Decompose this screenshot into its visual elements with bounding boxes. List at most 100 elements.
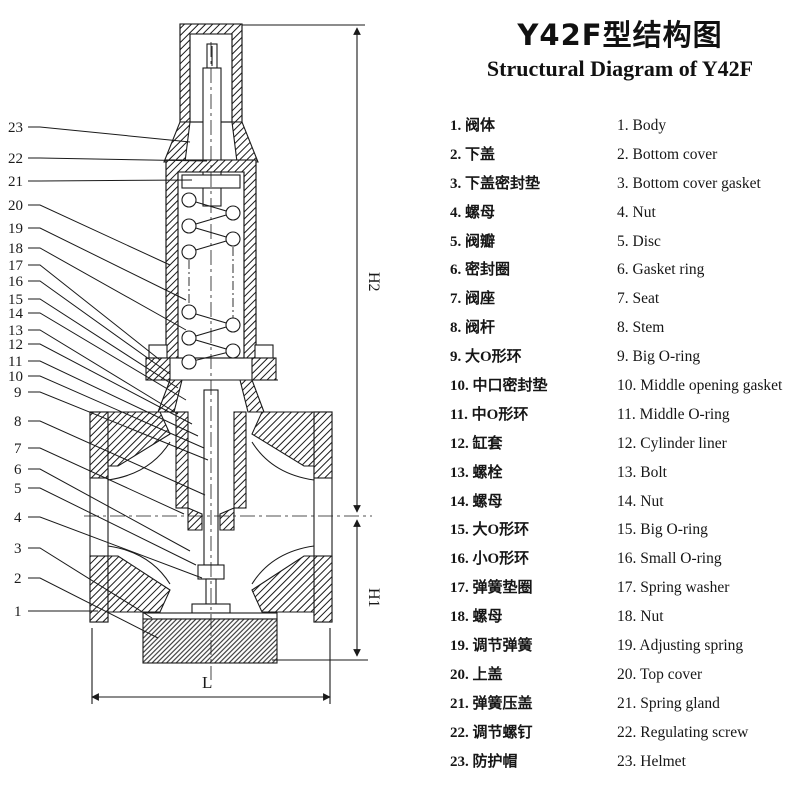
callout-leader-line <box>28 298 179 389</box>
callout-number: 5 <box>14 481 22 497</box>
parts-list-item: 4. 螺母 <box>450 204 496 221</box>
callout-leader-line <box>28 329 179 415</box>
callout-leader-line <box>28 179 193 182</box>
callout-number: 7 <box>14 441 22 457</box>
callout-number: 11 <box>8 354 22 370</box>
callout-number: 17 <box>8 258 24 274</box>
callout-number: 23 <box>8 120 23 136</box>
dimension-label-h2: H2 <box>365 272 382 292</box>
callout-leader-line <box>28 577 159 639</box>
parts-list-item: 11. 中O形环 <box>450 406 529 423</box>
callout-leader-line <box>28 360 199 437</box>
page-title-english: Structural Diagram of Y42F <box>486 56 754 81</box>
parts-list-item: 8. Stem <box>617 319 665 337</box>
parts-list-item: 2. Bottom cover <box>617 145 718 163</box>
parts-list-chinese: 1. 阀体 2. 下盖 3. 下盖密封垫 4. 螺母 5. 阀瓣 6. 密封圈 7. 阀座 8… <box>450 112 615 776</box>
parts-list-item: 14. 螺母 <box>450 493 503 510</box>
parts-list-item: 22. Regulating screw <box>617 723 749 741</box>
parts-list-item: 22. 调节螺钉 <box>450 724 533 741</box>
parts-list-item: 20. Top cover <box>617 665 703 683</box>
parts-list-item: 3. Bottom cover gasket <box>617 174 761 192</box>
callout-leader-line <box>28 547 153 619</box>
parts-list-item: 12. Cylinder liner <box>617 434 727 452</box>
parts-list-item: 16. 小O形环 <box>450 551 530 568</box>
callout-number: 22 <box>8 151 23 167</box>
parts-list-item: 21. 弹簧压盖 <box>450 695 533 712</box>
parts-list-item: 11. Middle O-ring <box>617 405 730 423</box>
parts-list-item: 10. Middle opening gasket <box>617 377 783 395</box>
callout-leader-line <box>28 227 187 301</box>
callout-leader-line <box>28 204 171 266</box>
callout-number: 8 <box>14 414 22 430</box>
callout-number: 15 <box>8 292 23 308</box>
parts-list-item: 5. Disc <box>617 232 661 250</box>
callout-number: 2 <box>14 571 22 587</box>
callout-leader-line <box>28 264 161 361</box>
parts-list-item: 13. Bolt <box>617 463 667 481</box>
callout-leader-line <box>28 516 203 579</box>
parts-list-item: 3. 下盖密封垫 <box>450 175 541 192</box>
callout-number: 16 <box>8 274 24 290</box>
callout-leader-line <box>28 312 187 401</box>
parts-list-item: 4. Nut <box>617 203 656 221</box>
parts-list-item: 18. 螺母 <box>450 609 503 626</box>
parts-list-item: 9. 大O形环 <box>450 349 522 366</box>
callout-leader-line <box>28 487 197 566</box>
parts-list-item: 18. Nut <box>617 608 664 626</box>
parts-list-item: 6. 密封圈 <box>450 262 511 279</box>
callout-number: 10 <box>8 369 23 385</box>
callout-number: 4 <box>14 510 22 526</box>
parts-list-english: 1. Body 2. Bottom cover 3. Bottom cover ga… <box>617 112 793 776</box>
parts-list-item: 1. Body <box>617 117 667 134</box>
callout-number: 12 <box>8 337 23 353</box>
parts-list-item: 19. Adjusting spring <box>617 637 744 655</box>
callout-number: 1 <box>14 604 22 620</box>
parts-list-item: 14. Nut <box>617 492 664 510</box>
callout-number: 9 <box>14 385 22 401</box>
parts-list-item: 16. Small O-ring <box>617 550 722 568</box>
callout-leader-line <box>28 126 191 143</box>
parts-list-item: 8. 阀杆 <box>450 320 496 337</box>
callout-leader-line <box>28 280 171 375</box>
callout-number: 14 <box>8 306 24 322</box>
parts-list-item: 7. Seat <box>617 290 660 308</box>
dimension-label-l: L <box>202 673 212 692</box>
parts-list-item: 12. 缸套 <box>450 435 503 452</box>
parts-list-item: 19. 调节弹簧 <box>450 638 533 655</box>
parts-list-item: 21. Spring gland <box>617 694 720 712</box>
callout-leader-line <box>28 375 205 449</box>
valve-diagram: H2 H1 L 12345678910111213141516171819202… <box>8 23 382 704</box>
parts-list-item: 23. 防护帽 <box>450 753 518 770</box>
parts-list-item: 17. Spring washer <box>617 579 730 597</box>
parts-list-item: 15. 大O形环 <box>450 522 530 539</box>
parts-list-item: 17. 弹簧垫圈 <box>450 580 533 597</box>
page-title-chinese: Y42F型结构图 <box>517 18 723 52</box>
callout-number: 6 <box>14 462 22 478</box>
parts-list-item: 7. 阀座 <box>450 291 496 308</box>
valve-section-drawing <box>84 23 372 680</box>
callout-leader-line <box>28 447 185 515</box>
callout-leader-line <box>28 468 191 552</box>
parts-list-item: 10. 中口密封垫 <box>450 378 548 395</box>
callout-leader-line <box>28 247 187 331</box>
parts-list-item: 1. 阀体 <box>450 118 496 134</box>
parts-list-item: 13. 螺栓 <box>450 464 503 481</box>
callout-number: 20 <box>8 198 23 214</box>
callout-number: 21 <box>8 174 23 190</box>
callout-number: 19 <box>8 221 23 237</box>
callout-number: 18 <box>8 241 23 257</box>
parts-list-item: 15. Big O-ring <box>617 521 708 539</box>
callout-number: 13 <box>8 323 23 339</box>
parts-list-item: 9. Big O-ring <box>617 348 701 366</box>
callout-leader-line <box>28 157 208 162</box>
parts-list-item: 2. 下盖 <box>450 146 496 163</box>
dimension-label-h1: H1 <box>365 588 382 608</box>
parts-list-item: 20. 上盖 <box>450 666 503 683</box>
callout-leader-line <box>28 343 193 425</box>
parts-list-item: 5. 阀瓣 <box>450 233 496 250</box>
callout-leader-line <box>28 420 206 496</box>
dimension-lines: H2 H1 L <box>91 27 382 704</box>
parts-list-item: 6. Gasket ring <box>617 261 705 279</box>
